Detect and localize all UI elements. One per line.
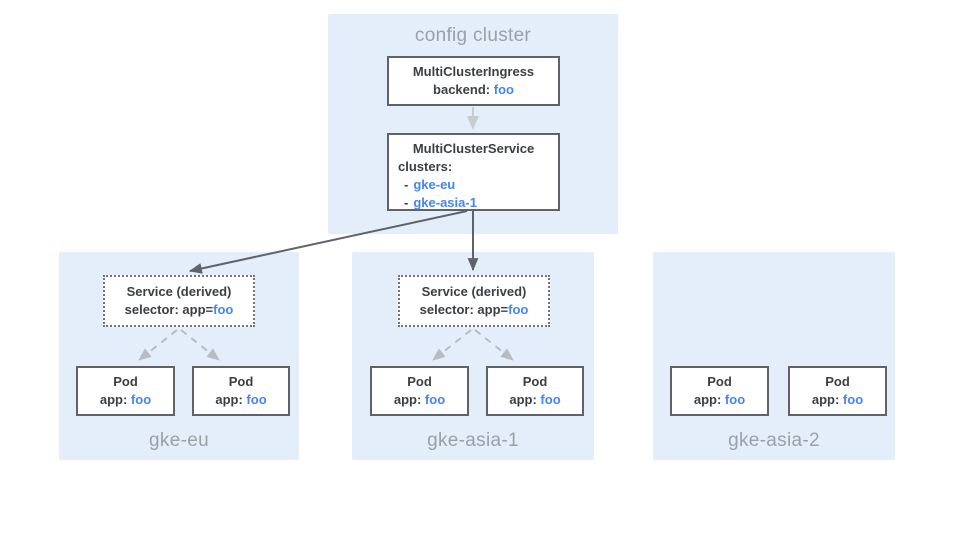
mcs-clusters-label: clusters:	[398, 159, 453, 174]
multiclusterservice-box: MultiClusterService clusters: -gke-eu -g…	[387, 133, 560, 211]
pod-title: Pod	[228, 374, 254, 389]
pod-app-label: app:	[99, 392, 128, 407]
pod-app-label: app:	[215, 392, 243, 407]
mcs-item-gke-asia-1: gke-asia-1	[413, 195, 477, 210]
cluster-region-gke-asia-2	[653, 252, 895, 460]
mcs-item-bullet: -	[404, 177, 409, 192]
pod-app-line: app: foo	[488, 391, 582, 409]
config-cluster-label: config cluster	[414, 25, 532, 46]
pod-app-line: app: foo	[790, 391, 885, 409]
service-selector-value: foo	[508, 302, 529, 317]
pod-app-value: foo	[842, 392, 864, 407]
pod-box: Pod app: foo	[670, 366, 769, 416]
pod-app-label: app:	[811, 392, 840, 407]
pod-box: Pod app: foo	[192, 366, 290, 416]
cluster-label-gke-asia-2: gke-asia-2	[728, 430, 820, 451]
service-selector-value: foo	[213, 302, 234, 317]
pod-box: Pod app: foo	[486, 366, 584, 416]
mci-backend-line: backend: foo	[389, 81, 558, 99]
cluster-label-gke-asia-1: gke-asia-1	[427, 430, 519, 451]
cluster-label-gke-eu: gke-eu	[149, 430, 209, 451]
service-selector-line: selector: app=foo	[400, 301, 548, 319]
service-derived-box-gke-asia-1: Service (derived) selector: app=foo	[398, 275, 550, 327]
pod-box: Pod app: foo	[788, 366, 887, 416]
pod-app-value: foo	[724, 392, 746, 407]
mci-backend-label: backend:	[433, 82, 491, 97]
pod-box: Pod app: foo	[370, 366, 469, 416]
pod-title: Pod	[707, 374, 732, 389]
pod-title: Pod	[113, 374, 138, 389]
pod-app-label: app:	[509, 392, 537, 407]
pod-app-line: app: foo	[372, 391, 467, 409]
pod-app-label: app:	[393, 392, 422, 407]
pod-app-value: foo	[424, 392, 446, 407]
pod-app-value: foo	[130, 392, 152, 407]
service-selector-label: selector: app=	[419, 302, 509, 317]
service-selector-label: selector: app=	[124, 302, 214, 317]
service-title: Service (derived)	[126, 284, 232, 299]
pod-app-line: app: foo	[672, 391, 767, 409]
mcs-title: MultiClusterService	[412, 141, 535, 156]
pod-title: Pod	[522, 374, 548, 389]
pod-app-value: foo	[540, 392, 561, 407]
pod-app-line: app: foo	[78, 391, 173, 409]
pod-app-label: app:	[693, 392, 722, 407]
multiclusteringress-box: MultiClusterIngress backend: foo	[387, 56, 560, 106]
service-title: Service (derived)	[421, 284, 527, 299]
service-selector-line: selector: app=foo	[105, 301, 253, 319]
mci-title: MultiClusterIngress	[412, 64, 535, 79]
mci-backend-value: foo	[493, 82, 514, 97]
pod-app-line: app: foo	[194, 391, 288, 409]
service-derived-box-gke-eu: Service (derived) selector: app=foo	[103, 275, 255, 327]
pod-box: Pod app: foo	[76, 366, 175, 416]
mcs-cluster-item: -gke-eu	[389, 176, 558, 194]
pod-title: Pod	[825, 374, 850, 389]
pod-title: Pod	[407, 374, 432, 389]
mcs-cluster-item: -gke-asia-1	[389, 194, 558, 212]
pod-app-value: foo	[246, 392, 267, 407]
mcs-item-gke-eu: gke-eu	[413, 177, 456, 192]
mcs-item-bullet: -	[404, 195, 409, 210]
